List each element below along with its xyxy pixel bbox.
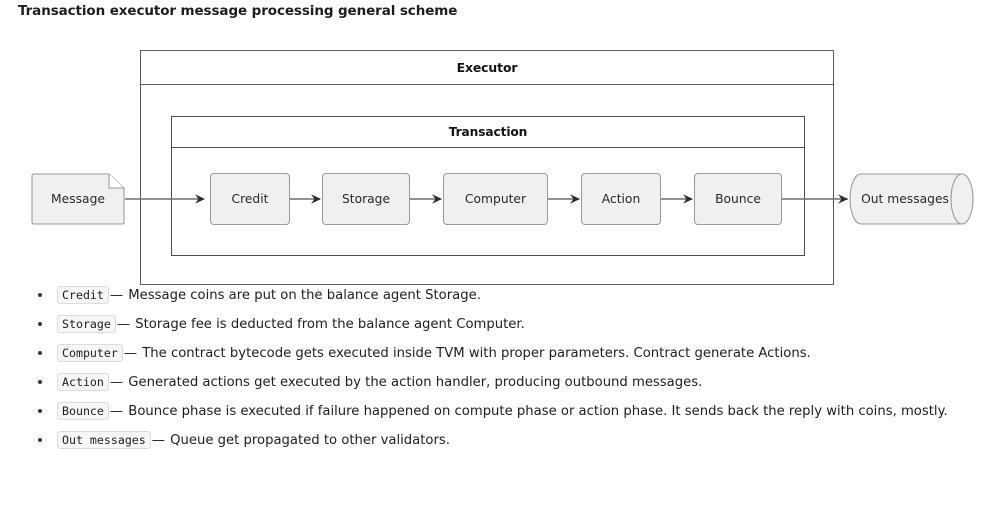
phase-description-list: Credit— Message coins are put on the bal… xyxy=(0,286,988,460)
phase-node-bounce: Bounce xyxy=(694,173,782,225)
list-item: Out messages— Queue get propagated to ot… xyxy=(0,431,988,451)
connector-computer-to-action xyxy=(548,192,581,208)
transaction-header: Transaction xyxy=(172,117,804,148)
code-token-computer: Computer xyxy=(57,344,123,363)
message-node-label: Message xyxy=(51,192,105,206)
list-item-text: Bounce phase is executed if failure happ… xyxy=(128,404,948,420)
phase-node-action: Action xyxy=(581,173,661,225)
transaction-label: Transaction xyxy=(448,125,528,139)
phase-node-computer-label: Computer xyxy=(464,192,527,206)
list-item: Credit— Message coins are put on the bal… xyxy=(0,286,988,306)
connector-message-to-credit xyxy=(125,192,211,208)
list-item: Computer— The contract bytecode gets exe… xyxy=(0,344,988,364)
bullet-marker xyxy=(38,409,42,414)
list-item-text: Queue get propagated to other validators… xyxy=(170,433,450,449)
phase-node-storage: Storage xyxy=(322,173,410,225)
phase-node-bounce-label: Bounce xyxy=(715,192,761,206)
out-messages-node-label: Out messages xyxy=(861,192,949,206)
phase-node-storage-label: Storage xyxy=(341,192,391,206)
cylinder-shape-icon xyxy=(849,173,974,225)
dash-separator: — xyxy=(109,404,124,420)
executor-container: Executor Transaction xyxy=(140,50,834,285)
connector-credit-to-storage xyxy=(290,192,322,208)
list-item: Action— Generated actions get executed b… xyxy=(0,373,988,393)
code-token-credit: Credit xyxy=(57,286,109,304)
executor-label: Executor xyxy=(456,60,518,75)
out-messages-node: Out messages xyxy=(849,173,975,225)
bullet-marker xyxy=(38,380,42,385)
dash-separator: — xyxy=(116,317,131,333)
transaction-container: Transaction xyxy=(171,116,805,256)
phase-node-computer: Computer xyxy=(443,173,548,225)
diagram-canvas: Executor Transaction Message Credit xyxy=(0,40,988,285)
list-item-text: Message coins are put on the balance age… xyxy=(128,288,481,303)
page-title: Transaction executor message processing … xyxy=(18,3,458,19)
dash-separator: — xyxy=(151,433,165,449)
connector-bounce-to-out-messages xyxy=(782,192,850,208)
code-token-action: Action xyxy=(57,373,109,392)
bullet-marker xyxy=(38,438,42,443)
list-item-text: Storage fee is deducted from the balance… xyxy=(135,317,525,333)
executor-header: Executor xyxy=(141,51,833,85)
dash-separator: — xyxy=(109,288,124,303)
connector-action-to-bounce xyxy=(661,192,694,208)
list-item: Storage— Storage fee is deducted from th… xyxy=(0,315,988,335)
dash-separator: — xyxy=(123,346,138,362)
code-token-storage: Storage xyxy=(57,315,116,334)
bullet-marker xyxy=(38,322,42,327)
phase-node-credit-label: Credit xyxy=(231,192,269,206)
bullet-marker xyxy=(38,293,42,297)
connector-storage-to-computer xyxy=(410,192,443,208)
list-item-text: The contract bytecode gets executed insi… xyxy=(142,346,811,362)
note-shape-icon xyxy=(31,173,125,225)
phase-node-action-label: Action xyxy=(601,192,641,206)
code-token-out-messages: Out messages xyxy=(57,431,151,450)
bullet-marker xyxy=(38,351,42,356)
list-item: Bounce— Bounce phase is executed if fail… xyxy=(0,402,988,422)
list-item-text: Generated actions get executed by the ac… xyxy=(128,375,703,391)
message-node: Message xyxy=(31,173,125,225)
dash-separator: — xyxy=(109,375,124,391)
code-token-bounce: Bounce xyxy=(57,402,109,421)
phase-node-credit: Credit xyxy=(210,173,290,225)
